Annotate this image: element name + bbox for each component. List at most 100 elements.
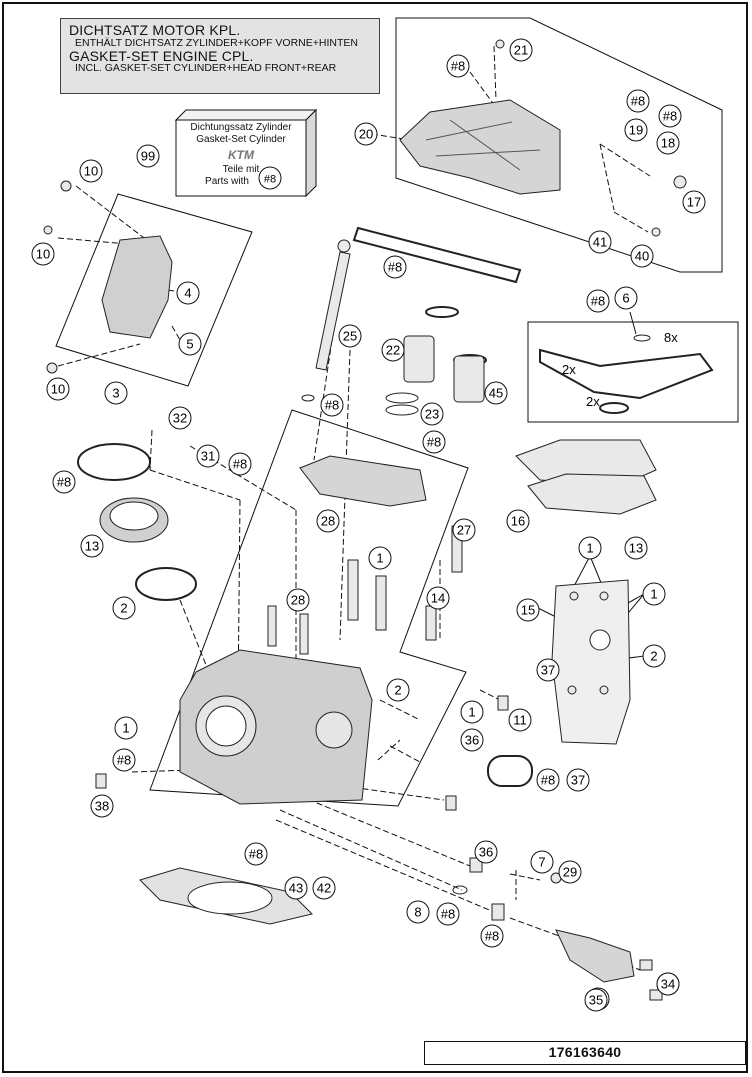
callout-part-2: 2 [112,596,136,620]
callout-circle [588,230,612,254]
callout-gasket-set-ref: #8 [446,54,470,78]
callout-label: #8 [325,398,339,413]
callout-gasket-set-ref: #8 [112,748,136,772]
callout-part-10: 10 [46,377,70,401]
callout-label: 10 [51,382,65,397]
cover-gasket [352,226,522,284]
callout-circle [176,281,200,305]
callout-circle [682,190,706,214]
callout-label: 1 [468,705,475,720]
sleeve-22 [403,335,435,383]
callout-part-4: 4 [176,281,200,305]
callout-label: 4 [184,286,191,301]
callout-label: #8 [631,94,645,109]
quantity-label: 8x [664,330,678,345]
callout-label: 40 [635,249,649,264]
callout-circle [178,332,202,356]
callout-circle [52,470,76,494]
callout-label: 41 [593,235,607,250]
callout-circle [446,54,470,78]
callout-gasket-set-ref: #8 [480,924,504,948]
callout-label: 37 [571,773,585,788]
callout-circle [368,546,392,570]
callout-label: 13 [85,539,99,554]
callout-circle [558,860,582,884]
callout-part-3: 3 [104,381,128,405]
callout-label: 1 [586,541,593,556]
callout-part-1: 1 [642,582,666,606]
callout-circle [316,509,340,533]
callout-label: 22 [386,343,400,358]
callout-circle [460,728,484,752]
callout-part-13: 13 [80,534,104,558]
callout-circle [506,509,530,533]
callout-part-1: 1 [578,536,602,560]
callout-circle [284,876,308,900]
callout-label: #8 [57,475,71,490]
callout-label: #8 [117,753,131,768]
rocker-arm-assembly [299,455,427,507]
callout-label: 32 [173,411,187,426]
callout-part-1: 1 [460,700,484,724]
callout-gasket-set-ref: #8 [436,902,460,926]
callout-label: 28 [321,514,335,529]
callout-circle [480,924,504,948]
callout-label: #8 [451,59,465,74]
callout-label: 19 [629,123,643,138]
callout-circle [338,324,362,348]
callout-label: 23 [425,407,439,422]
callout-label: #8 [663,109,677,124]
callout-gasket-set-ref: #8 [586,289,610,313]
callout-part-43: 43 [284,876,308,900]
callout-label: 37 [541,663,555,678]
callout-circle [508,708,532,732]
callout-part-42: 42 [312,876,336,900]
callout-circle [474,840,498,864]
callout-circle [80,534,104,558]
callout-circle [626,89,650,113]
callout-circle [630,244,654,268]
gasket-card-tag: #8 [258,166,282,190]
callout-circle [406,900,430,924]
callout-label: 10 [36,247,50,262]
callout-label: #8 [485,929,499,944]
cylinder-head-frame [149,409,469,807]
callout-label: 34 [661,977,675,992]
callout-gasket-set-ref: #8 [52,470,76,494]
callout-circle [136,144,160,168]
callout-part-27: 27 [452,518,476,542]
callout-label: 45 [489,386,503,401]
callout-label: 25 [343,329,357,344]
callout-part-40: 40 [630,244,654,268]
callout-circle [460,700,484,724]
callout-circle [320,393,344,417]
callout-circle [509,38,533,62]
callout-circle [624,536,648,560]
callout-circle [104,381,128,405]
callout-part-18: 18 [656,131,680,155]
cylinder-head [179,649,373,805]
gasket-card-line-1: Dichtungssatz Zylinder [190,122,292,133]
callout-label: 1 [650,587,657,602]
callout-circle [228,452,252,476]
callout-circle [436,902,460,926]
callout-part-22: 22 [381,338,405,362]
callout-circle [452,518,476,542]
callout-label: 17 [687,195,701,210]
svg-text:#8: #8 [264,174,276,186]
callout-circle [420,402,444,426]
callout-label: 28 [291,593,305,608]
callout-circle [642,582,666,606]
callout-label: 10 [84,164,98,179]
callout-circle [90,794,114,818]
callout-circle [79,159,103,183]
callout-label: 1 [122,721,129,736]
callout-circle [386,678,410,702]
gasket-set-title-box: DICHTSATZ MOTOR KPL. ENTHÄLT DICHTSATZ Z… [60,18,380,94]
clamp-28-top [77,443,151,481]
callout-label: #8 [541,773,555,788]
callout-circle [536,768,560,792]
callout-part-29: 29 [558,860,582,884]
